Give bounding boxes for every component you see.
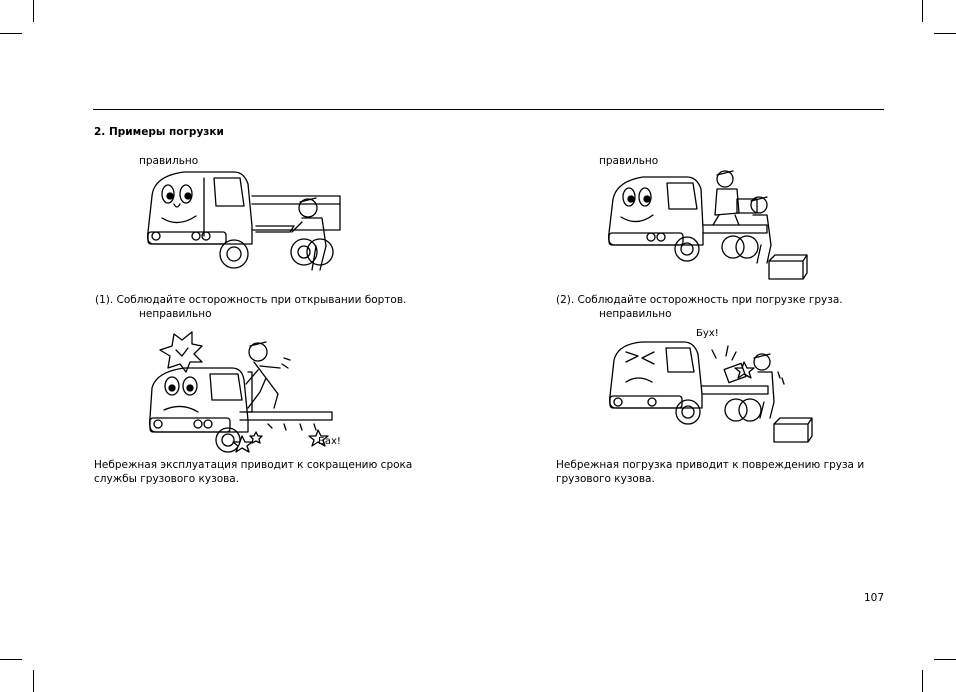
crop-mark <box>922 670 923 692</box>
right-note-line1: Небрежная погрузка приводит к повреждени… <box>556 459 865 471</box>
left-note-line2: службы грузового кузова. <box>94 473 240 485</box>
section-title: 2. Примеры погрузки <box>94 126 224 138</box>
truck-loading-cargo-correct-illustration <box>607 167 813 282</box>
right-note-line2: грузового кузова. <box>556 473 655 485</box>
crop-mark <box>934 659 956 660</box>
sound-effect-thud: Бух! <box>696 328 719 339</box>
crop-mark <box>0 659 22 660</box>
right-incorrect-label: неправильно <box>599 308 672 320</box>
crop-mark <box>33 670 34 692</box>
right-correct-label: правильно <box>599 155 659 167</box>
left-incorrect-label: неправильно <box>139 308 212 320</box>
truck-dropping-tailgate-incorrect-illustration: Бах! <box>148 328 341 453</box>
truck-opening-tailgate-correct-illustration <box>144 166 344 276</box>
left-note-line1: Небрежная эксплуатация приводит к сокращ… <box>94 459 413 471</box>
header-rule <box>93 109 884 110</box>
crop-mark <box>33 0 34 22</box>
crop-mark <box>922 0 923 22</box>
right-caption: (2). Соблюдайте осторожность при погрузк… <box>556 294 843 306</box>
crop-mark <box>0 33 22 34</box>
truck-dropping-cargo-incorrect-illustration: Бух! <box>608 328 814 446</box>
page-number: 107 <box>864 592 885 604</box>
sound-effect-bang: Бах! <box>318 436 341 447</box>
left-correct-label: правильно <box>139 155 199 167</box>
left-caption: (1). Соблюдайте осторожность при открыва… <box>95 294 407 306</box>
crop-mark <box>934 33 956 34</box>
